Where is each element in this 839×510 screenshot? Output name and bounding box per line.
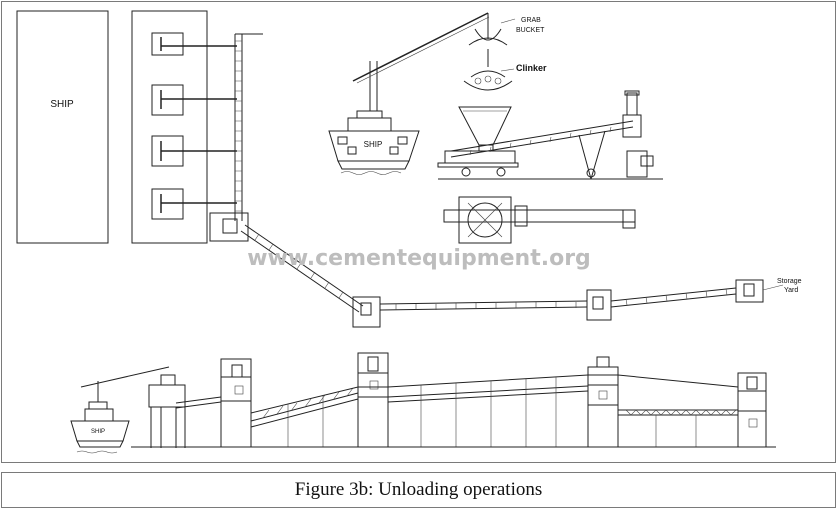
unloading-diagram: SHIP [16, 10, 802, 454]
junction-house-1 [352, 296, 381, 328]
clinker-grab: Clinker [463, 49, 547, 91]
junction-house-2 [586, 289, 612, 321]
ship-unloader-side-view: SHIP [328, 12, 490, 175]
ship-elevation-label: SHIP [91, 429, 105, 435]
elevation-view: SHIP [70, 352, 776, 454]
tower-1 [220, 358, 252, 448]
tower-4 [737, 372, 767, 448]
gallery-conveyors [175, 385, 738, 428]
hatch-unloader-4 [151, 188, 237, 220]
storage-shed [250, 374, 739, 447]
ship-side-label: SHIP [364, 140, 383, 149]
storage-yard-label-line2: Yard [784, 287, 798, 294]
hatch-unloader-1 [151, 32, 237, 56]
figure-caption: Figure 3b: Unloading operations [294, 479, 543, 500]
dock-conveyor [209, 33, 263, 242]
hatch-unloader-2 [151, 84, 237, 116]
transfer-conveyor-long [379, 300, 588, 311]
hatch-unloader-3 [151, 135, 237, 167]
grab-bucket-label-line2: BUCKET [516, 27, 545, 34]
ship-plan-view: SHIP [16, 10, 109, 244]
ship-elevation: SHIP [70, 366, 176, 454]
tower-3 [587, 356, 619, 448]
transfer-conveyor-diagonal [240, 224, 364, 313]
figure-frame: SHIP [1, 1, 836, 463]
dock-plan-view [131, 10, 237, 244]
grab-bucket-label-line1: GRAB [521, 17, 541, 24]
grab-bucket: GRAB BUCKET [468, 17, 545, 46]
storage-conveyor: Storage Yard [610, 278, 802, 308]
quay-structure [148, 384, 186, 448]
hopper-conveyor-plan-view [443, 196, 636, 244]
ship-plan-label: SHIP [50, 99, 74, 110]
storage-yard-label-line1: Storage [777, 278, 802, 285]
clinker-label: Clinker [516, 63, 547, 73]
caption-box: Figure 3b: Unloading operations [1, 472, 836, 508]
watermark: www.cementequipment.org [247, 246, 591, 271]
hopper-conveyor-side-view [437, 90, 663, 180]
tower-2 [357, 352, 389, 448]
